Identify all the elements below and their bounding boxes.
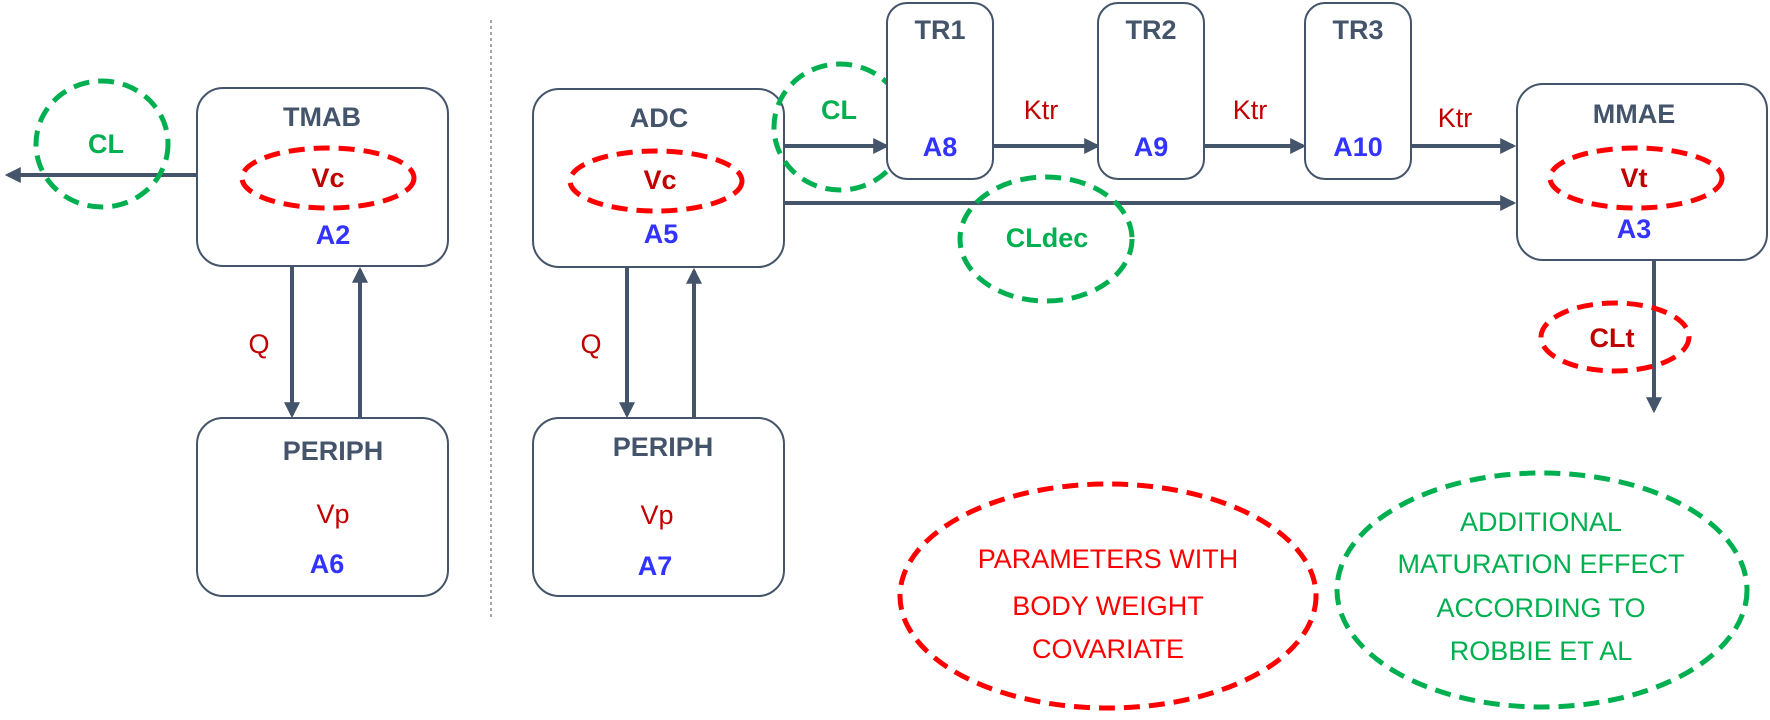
tmab-amount: A2 [316, 220, 351, 250]
tr3-amount: A10 [1333, 132, 1383, 162]
tr1-amount: A8 [923, 132, 958, 162]
clt-marker [1538, 300, 1692, 374]
tr2-amount: A9 [1134, 132, 1169, 162]
tmab-periph-vp: Vp [316, 499, 349, 529]
mmae-amount: A3 [1617, 214, 1652, 244]
legend-green-line-1: ADDITIONAL [1460, 507, 1622, 537]
legend-red-line-2: BODY WEIGHT [1012, 591, 1204, 621]
tmab-periph-amount: A6 [310, 549, 345, 579]
tr1-compartment[interactable] [886, 2, 994, 180]
legend-green-line-4: ROBBIE ET AL [1450, 636, 1633, 666]
tmab-vc-marker [239, 145, 417, 211]
tmab-periph-name: PERIPH [283, 436, 384, 466]
adc-name: ADC [630, 103, 689, 133]
adc-model: ADC Vc A5 Q PERIPH Vp A7 CL CLdec TR1 A8… [532, 2, 1768, 597]
ktr-label-1: Ktr [1024, 95, 1059, 125]
cldec-marker [957, 174, 1135, 304]
adc-periph-amount: A7 [638, 551, 673, 581]
mmae-compartment[interactable] [1516, 83, 1768, 261]
tmab-cl-label: CL [88, 129, 124, 159]
adc-vc-label: Vc [643, 165, 676, 195]
mmae-vt-label: Vt [1621, 163, 1648, 193]
tr2-name: TR2 [1125, 15, 1176, 45]
adc-periph-vp: Vp [640, 500, 673, 530]
tr3-compartment[interactable] [1304, 2, 1412, 180]
ktr-label-3: Ktr [1438, 103, 1473, 133]
tmab-vc-label: Vc [311, 163, 344, 193]
adc-vc-marker [567, 148, 745, 214]
mmae-vt-marker [1547, 145, 1725, 211]
adc-amount: A5 [644, 219, 679, 249]
legend-red-line-1: PARAMETERS WITH [978, 544, 1239, 574]
tmab-cl-marker [33, 78, 171, 210]
adc-q-label: Q [580, 329, 601, 359]
legend-red-line-3: COVARIATE [1032, 634, 1184, 664]
tmab-model: CL TMAB Vc A2 Q PERIPH Vp A6 [4, 78, 449, 597]
ktr-label-2: Ktr [1233, 95, 1268, 125]
legend-maturation-marker [1334, 470, 1750, 710]
tr2-compartment[interactable] [1097, 2, 1205, 180]
tmab-q-label: Q [248, 329, 269, 359]
tmab-compartment[interactable] [196, 87, 449, 267]
adc-periph-name: PERIPH [613, 432, 714, 462]
tr3-name: TR3 [1332, 15, 1383, 45]
tmab-name: TMAB [283, 102, 361, 132]
mmae-name: MMAE [1593, 99, 1676, 129]
legend-green-line-2: MATURATION EFFECT [1398, 549, 1685, 579]
tmab-periph-compartment[interactable] [196, 417, 449, 597]
adc-compartment[interactable] [532, 88, 785, 268]
cldec-label: CLdec [1006, 223, 1089, 253]
tr1-name: TR1 [914, 15, 965, 45]
legend: PARAMETERS WITH BODY WEIGHT COVARIATE AD… [897, 470, 1750, 711]
adc-cl-label: CL [821, 95, 857, 125]
legend-green-line-3: ACCORDING TO [1436, 593, 1645, 623]
clt-label: CLt [1590, 323, 1635, 353]
legend-body-weight-marker [897, 481, 1319, 711]
adc-periph-compartment[interactable] [532, 417, 785, 597]
